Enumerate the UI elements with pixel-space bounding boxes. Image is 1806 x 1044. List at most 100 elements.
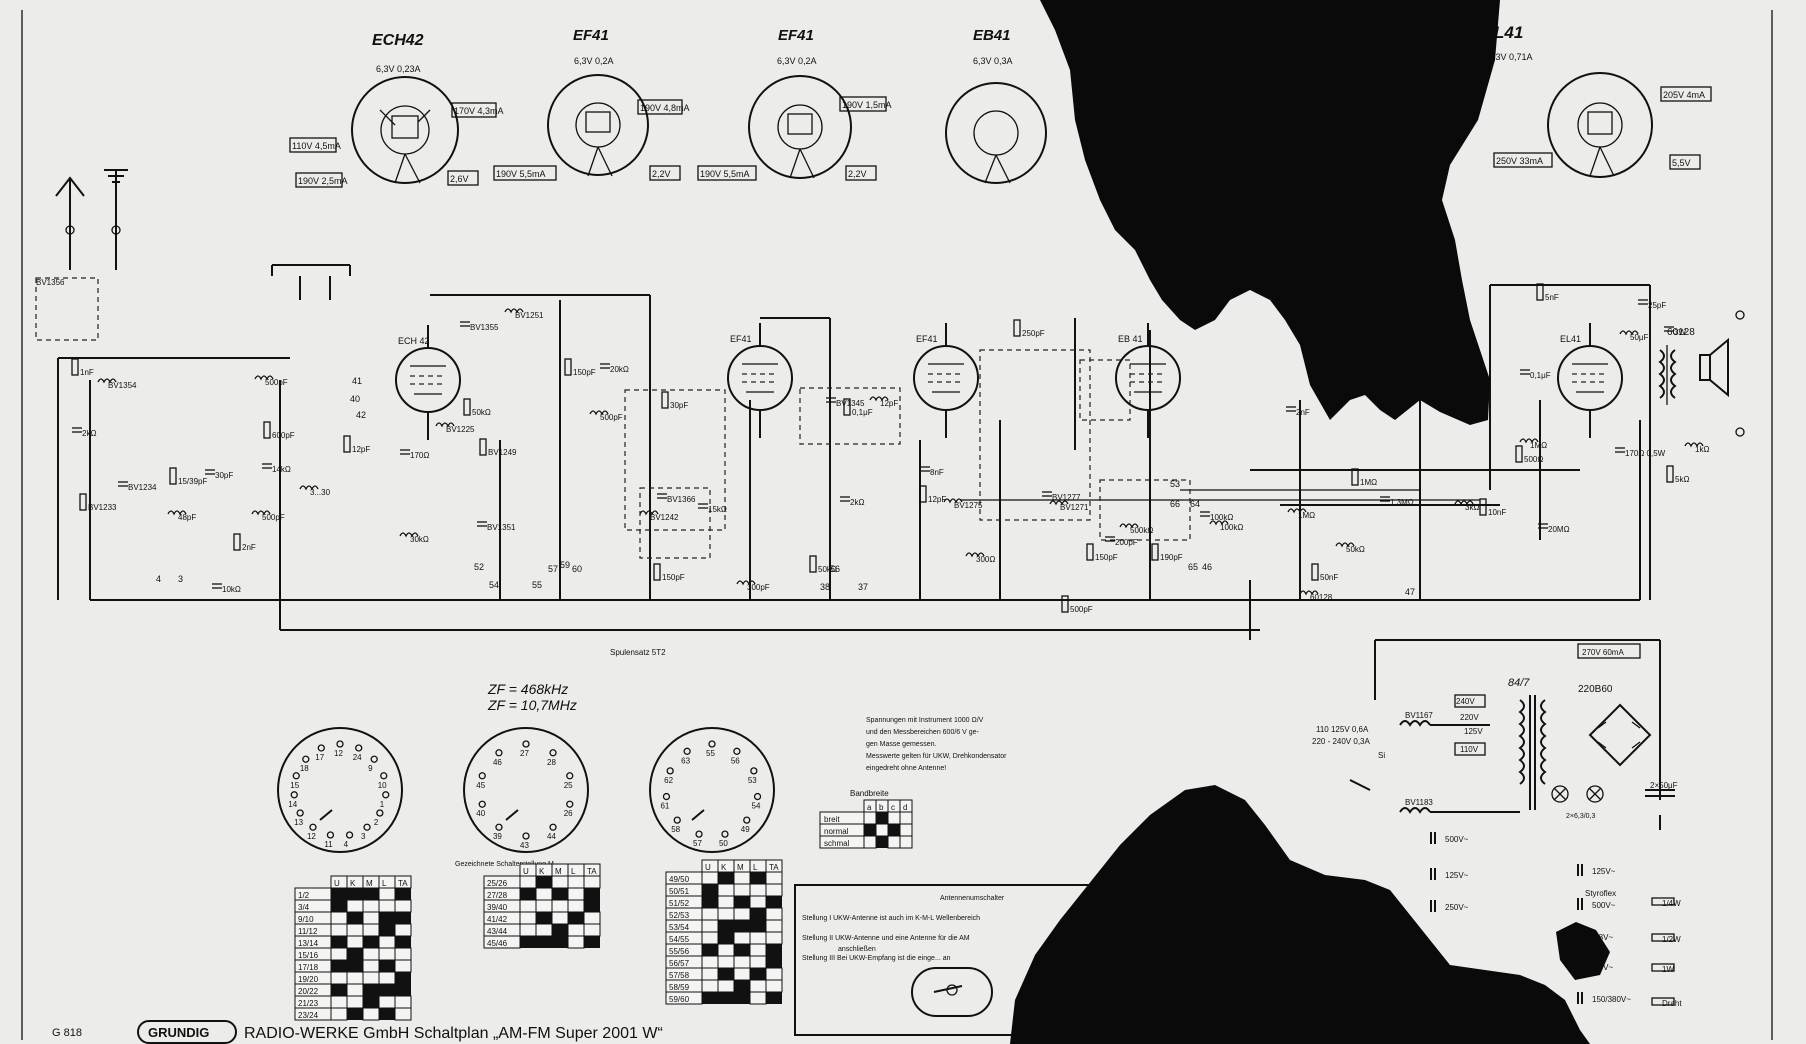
tube-type-label: EB41 — [973, 27, 1011, 44]
switch-table-row: 53/54 — [669, 923, 690, 932]
switch-table-row: 17/18 — [298, 963, 319, 972]
switch-table-row: 20/22 — [298, 987, 319, 996]
pin-number: 59 — [560, 560, 570, 570]
legend-label: 500V~ — [1445, 835, 1469, 844]
measure-note: eingedreht ohne Antenne! — [866, 765, 946, 772]
component: 60128 — [1299, 590, 1333, 602]
dipole-input — [271, 264, 351, 300]
tube-rating-label: 6,3V 0,71A — [1488, 52, 1533, 62]
switch-table-col: TA — [587, 867, 597, 876]
tube-pinout-el41: L41 6,3V 0,71A 205V 4mA 250V 33mA 5,5V — [1488, 23, 1712, 178]
measure-note: Messwerte gelten für UKW, Drehkondensato… — [866, 753, 1007, 760]
brand-logo: GRUNDIG — [148, 1025, 209, 1040]
legend-label: 1/4W — [1662, 899, 1681, 908]
component-value: 12pF — [352, 445, 370, 454]
measure-note: Spannungen mit Instrument 1000 Ω/V — [866, 717, 984, 724]
component: 1MΩ — [1351, 468, 1377, 487]
component-value: 150pF — [662, 573, 685, 582]
switch-table-col: M — [555, 867, 562, 876]
pin-number: 53 — [1170, 479, 1180, 489]
component: 15/39pF — [169, 467, 207, 486]
component-value: 150pF — [573, 368, 596, 377]
switch-table-col: L — [571, 867, 576, 876]
switch-table-row: 55/56 — [669, 947, 690, 956]
switch-table-row: 57/58 — [669, 971, 690, 980]
dial-pin-number: 24 — [353, 753, 362, 762]
tube-voltage-4: 5,5V — [1672, 158, 1691, 168]
dial-pin-number: 63 — [681, 756, 690, 765]
shield-box — [1099, 479, 1191, 541]
component-value: 250pF — [1022, 329, 1045, 338]
component: 170Ω 0,5W — [1615, 447, 1666, 458]
pin-number: 41 — [352, 376, 362, 386]
pin-number: 54 — [489, 580, 499, 590]
component-value: 500pF — [1070, 605, 1093, 614]
component-value: BV1251 — [515, 311, 544, 320]
bandwidth-col: c — [891, 803, 895, 812]
tube-rating-label: 6,3V 0,2A — [777, 56, 817, 66]
component: BV1234 — [118, 481, 157, 492]
if-am-label: ZF = 468kHz — [487, 681, 568, 697]
schematic-tube-label: EF41 — [730, 334, 752, 344]
switch-table-row: 27/28 — [487, 891, 508, 900]
tube-voltage-1: 170V 4,3mA — [454, 106, 504, 116]
switch-table-col: U — [705, 863, 711, 872]
component: 3kΩ — [1454, 500, 1479, 512]
component: BV1249 — [479, 438, 517, 457]
pin-number: 42 — [356, 410, 366, 420]
ps-lamps: 2×6,3/0,3 — [1566, 813, 1595, 820]
component: 12pF — [343, 435, 370, 454]
ps-transformer: 84/7 — [1508, 677, 1530, 689]
component-value: 500pF — [262, 513, 285, 522]
component-value: BV1271 — [1060, 503, 1089, 512]
switch-table-col: L — [753, 863, 758, 872]
torn-fragment — [1556, 922, 1610, 980]
component: 0,1μF — [1520, 369, 1551, 380]
component: 500pF — [251, 510, 285, 522]
antenna-switch-pos3: Stellung III Bei UKW-Empfang ist die ein… — [802, 955, 951, 962]
component: 10nF — [1479, 498, 1506, 517]
legend-label: 6,8V~ — [1592, 933, 1613, 942]
component: 3W — [1664, 326, 1686, 337]
legend-item: Draht — [1651, 997, 1682, 1008]
component: 300Ω — [965, 552, 995, 564]
pin-number: 56 — [830, 564, 840, 574]
switch-table-row: 59/60 — [669, 995, 690, 1004]
tube-voltage-3: 190V 5,5mA — [496, 169, 546, 179]
component: BV1251 — [504, 308, 544, 320]
wiring — [57, 284, 1661, 800]
torn-region-bottom — [1010, 785, 1590, 1044]
component-value: 1MΩ — [1360, 478, 1377, 487]
tube-type-label: L41 — [1494, 23, 1523, 42]
pin-number: 66 — [1170, 499, 1180, 509]
component-value: 30pF — [670, 401, 688, 410]
switch-table-col: L — [382, 879, 387, 888]
component: 150pF — [564, 358, 596, 377]
antenna-input: BV1356 — [35, 169, 128, 341]
component-value: 170Ω — [410, 451, 429, 460]
component: 20MΩ — [1538, 523, 1570, 534]
if-fm-label: ZF = 10,7MHz — [487, 697, 577, 713]
tube-type-label: EF41 — [778, 27, 814, 44]
component-value: 48pF — [178, 513, 196, 522]
component-value: 100kΩ — [1210, 513, 1233, 522]
component-value: 1,3MΩ — [1390, 498, 1414, 507]
component-value: 5kΩ — [1675, 475, 1689, 484]
switch-table-row: 11/12 — [298, 927, 318, 936]
switch-table-row: 56/57 — [669, 959, 690, 968]
tube-voltage-3: 190V 2,5mA — [298, 176, 348, 186]
switch-table-col: U — [523, 867, 529, 876]
bandwidth-title: Bandbreite — [850, 789, 889, 798]
component-value: 50kΩ — [1346, 545, 1365, 554]
shield-box — [799, 387, 901, 445]
ps-tap: 220V — [1460, 713, 1479, 722]
legend-item: 250V~ — [1430, 900, 1469, 912]
component-value: 2nF — [242, 543, 256, 552]
component: BV1351 — [477, 521, 516, 532]
dial-pin-number: 44 — [547, 832, 556, 841]
dial-pin-number: 53 — [748, 776, 757, 785]
component-value: 600pF — [272, 431, 295, 440]
